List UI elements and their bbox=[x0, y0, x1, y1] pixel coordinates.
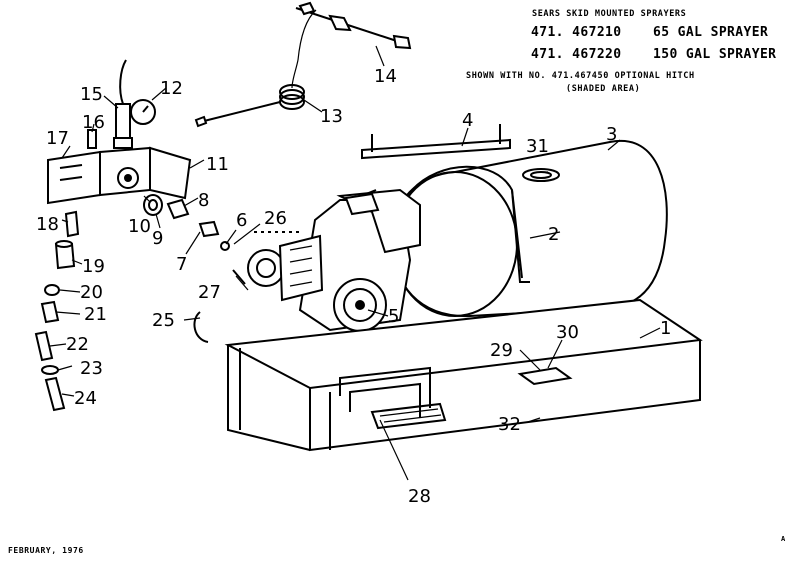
callout-4: 4 bbox=[462, 110, 473, 131]
callout-1: 1 bbox=[660, 318, 671, 339]
callout-20: 20 bbox=[80, 282, 103, 303]
skid-frame-part bbox=[224, 298, 703, 452]
callout-23: 23 bbox=[80, 358, 103, 379]
callout-14: 14 bbox=[374, 66, 397, 87]
fitting-parts-column bbox=[34, 210, 80, 412]
callout-8: 8 bbox=[198, 190, 209, 211]
callout-3: 3 bbox=[606, 124, 617, 145]
callout-29: 29 bbox=[490, 340, 513, 361]
callout-6: 6 bbox=[236, 210, 247, 231]
callout-28: 28 bbox=[408, 486, 431, 507]
callout-5: 5 bbox=[388, 306, 399, 327]
callout-25: 25 bbox=[152, 310, 175, 331]
callout-10: 10 bbox=[128, 216, 151, 237]
callout-32: 32 bbox=[498, 414, 521, 435]
shaded-area-note: (SHADED AREA) bbox=[566, 84, 641, 94]
callout-7: 7 bbox=[176, 254, 187, 275]
pump-manifold-part bbox=[47, 146, 192, 205]
callout-9: 9 bbox=[152, 228, 163, 249]
optional-hitch-note: SHOWN WITH NO. 471.467450 OPTIONAL HITCH bbox=[466, 71, 695, 81]
callout-18: 18 bbox=[36, 214, 59, 235]
gauge-valve-part bbox=[87, 59, 156, 149]
callout-17: 17 bbox=[46, 128, 69, 149]
callout-26: 26 bbox=[264, 208, 287, 229]
callout-11: 11 bbox=[206, 154, 229, 175]
callout-12: 12 bbox=[160, 78, 183, 99]
callout-16: 16 bbox=[82, 112, 105, 133]
tank-part bbox=[390, 139, 668, 318]
corner-mark: A bbox=[781, 535, 786, 543]
callout-2: 2 bbox=[548, 224, 559, 245]
callout-labels: 1 2 3 4 5 6 7 8 9 10 11 12 13 14 15 16 1… bbox=[36, 66, 671, 507]
bracket-bar-part bbox=[361, 124, 511, 160]
callout-21: 21 bbox=[84, 304, 107, 325]
engine-part bbox=[247, 188, 421, 332]
diagram-title: SEARS SKID MOUNTED SPRAYERS bbox=[532, 9, 687, 19]
callout-31: 31 bbox=[526, 136, 549, 157]
spray-gun-part bbox=[295, 1, 412, 61]
publication-date: FEBRUARY, 1976 bbox=[8, 546, 84, 555]
callout-22: 22 bbox=[66, 334, 89, 355]
model-description-1: 65 GAL SPRAYER bbox=[653, 25, 769, 40]
model-description-2: 150 GAL SPRAYER bbox=[653, 47, 777, 62]
model-number-1: 471. 467210 bbox=[531, 25, 622, 40]
leader-lines bbox=[49, 45, 661, 481]
callout-30: 30 bbox=[556, 322, 579, 343]
hose-coil-part bbox=[194, 59, 305, 128]
callout-19: 19 bbox=[82, 256, 105, 277]
callout-24: 24 bbox=[74, 388, 97, 409]
callout-13: 13 bbox=[320, 106, 343, 127]
callout-15: 15 bbox=[80, 84, 103, 105]
model-number-2: 471. 467220 bbox=[531, 47, 622, 62]
callout-27: 27 bbox=[198, 282, 221, 303]
